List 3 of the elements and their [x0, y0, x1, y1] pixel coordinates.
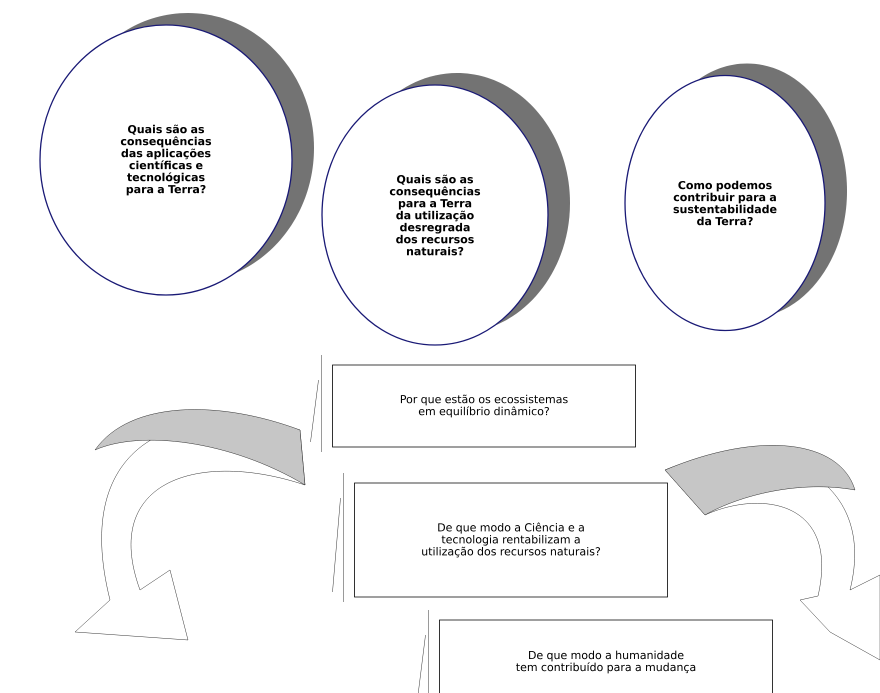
question-box: De que modo a humanidade tem contribuído para a mudança [417, 610, 773, 693]
question-box: De que modo a Ciência e a tecnologia rentabilizam a utilização dos recursos naturais? [332, 472, 668, 602]
question-box: Por que estão os ecossistemas em equilíbrio dinâmico? [310, 354, 636, 452]
